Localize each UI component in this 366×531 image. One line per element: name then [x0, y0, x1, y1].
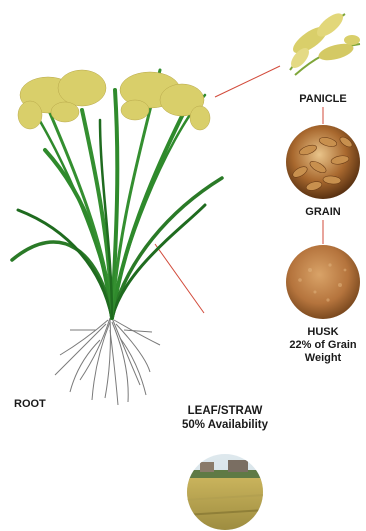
grain-image — [286, 125, 360, 199]
panicle-closeup — [288, 9, 360, 75]
label-grain: GRAIN — [283, 206, 363, 219]
field-image — [185, 452, 265, 531]
connector-panicle — [215, 66, 280, 97]
root-system — [55, 318, 160, 405]
label-husk: HUSK 22% of Grain Weight — [280, 326, 366, 365]
label-husk-sub2: Weight — [280, 352, 366, 365]
label-panicle: PANICLE — [281, 93, 365, 106]
label-leaf-sub: 50% Availability — [160, 419, 290, 433]
label-leaf-straw: LEAF/STRAW 50% Availability — [160, 405, 290, 432]
husk-image — [286, 245, 360, 319]
label-husk-sub1: 22% of Grain — [280, 339, 366, 352]
connector-leaf — [155, 244, 204, 313]
label-root: ROOT — [14, 398, 74, 411]
